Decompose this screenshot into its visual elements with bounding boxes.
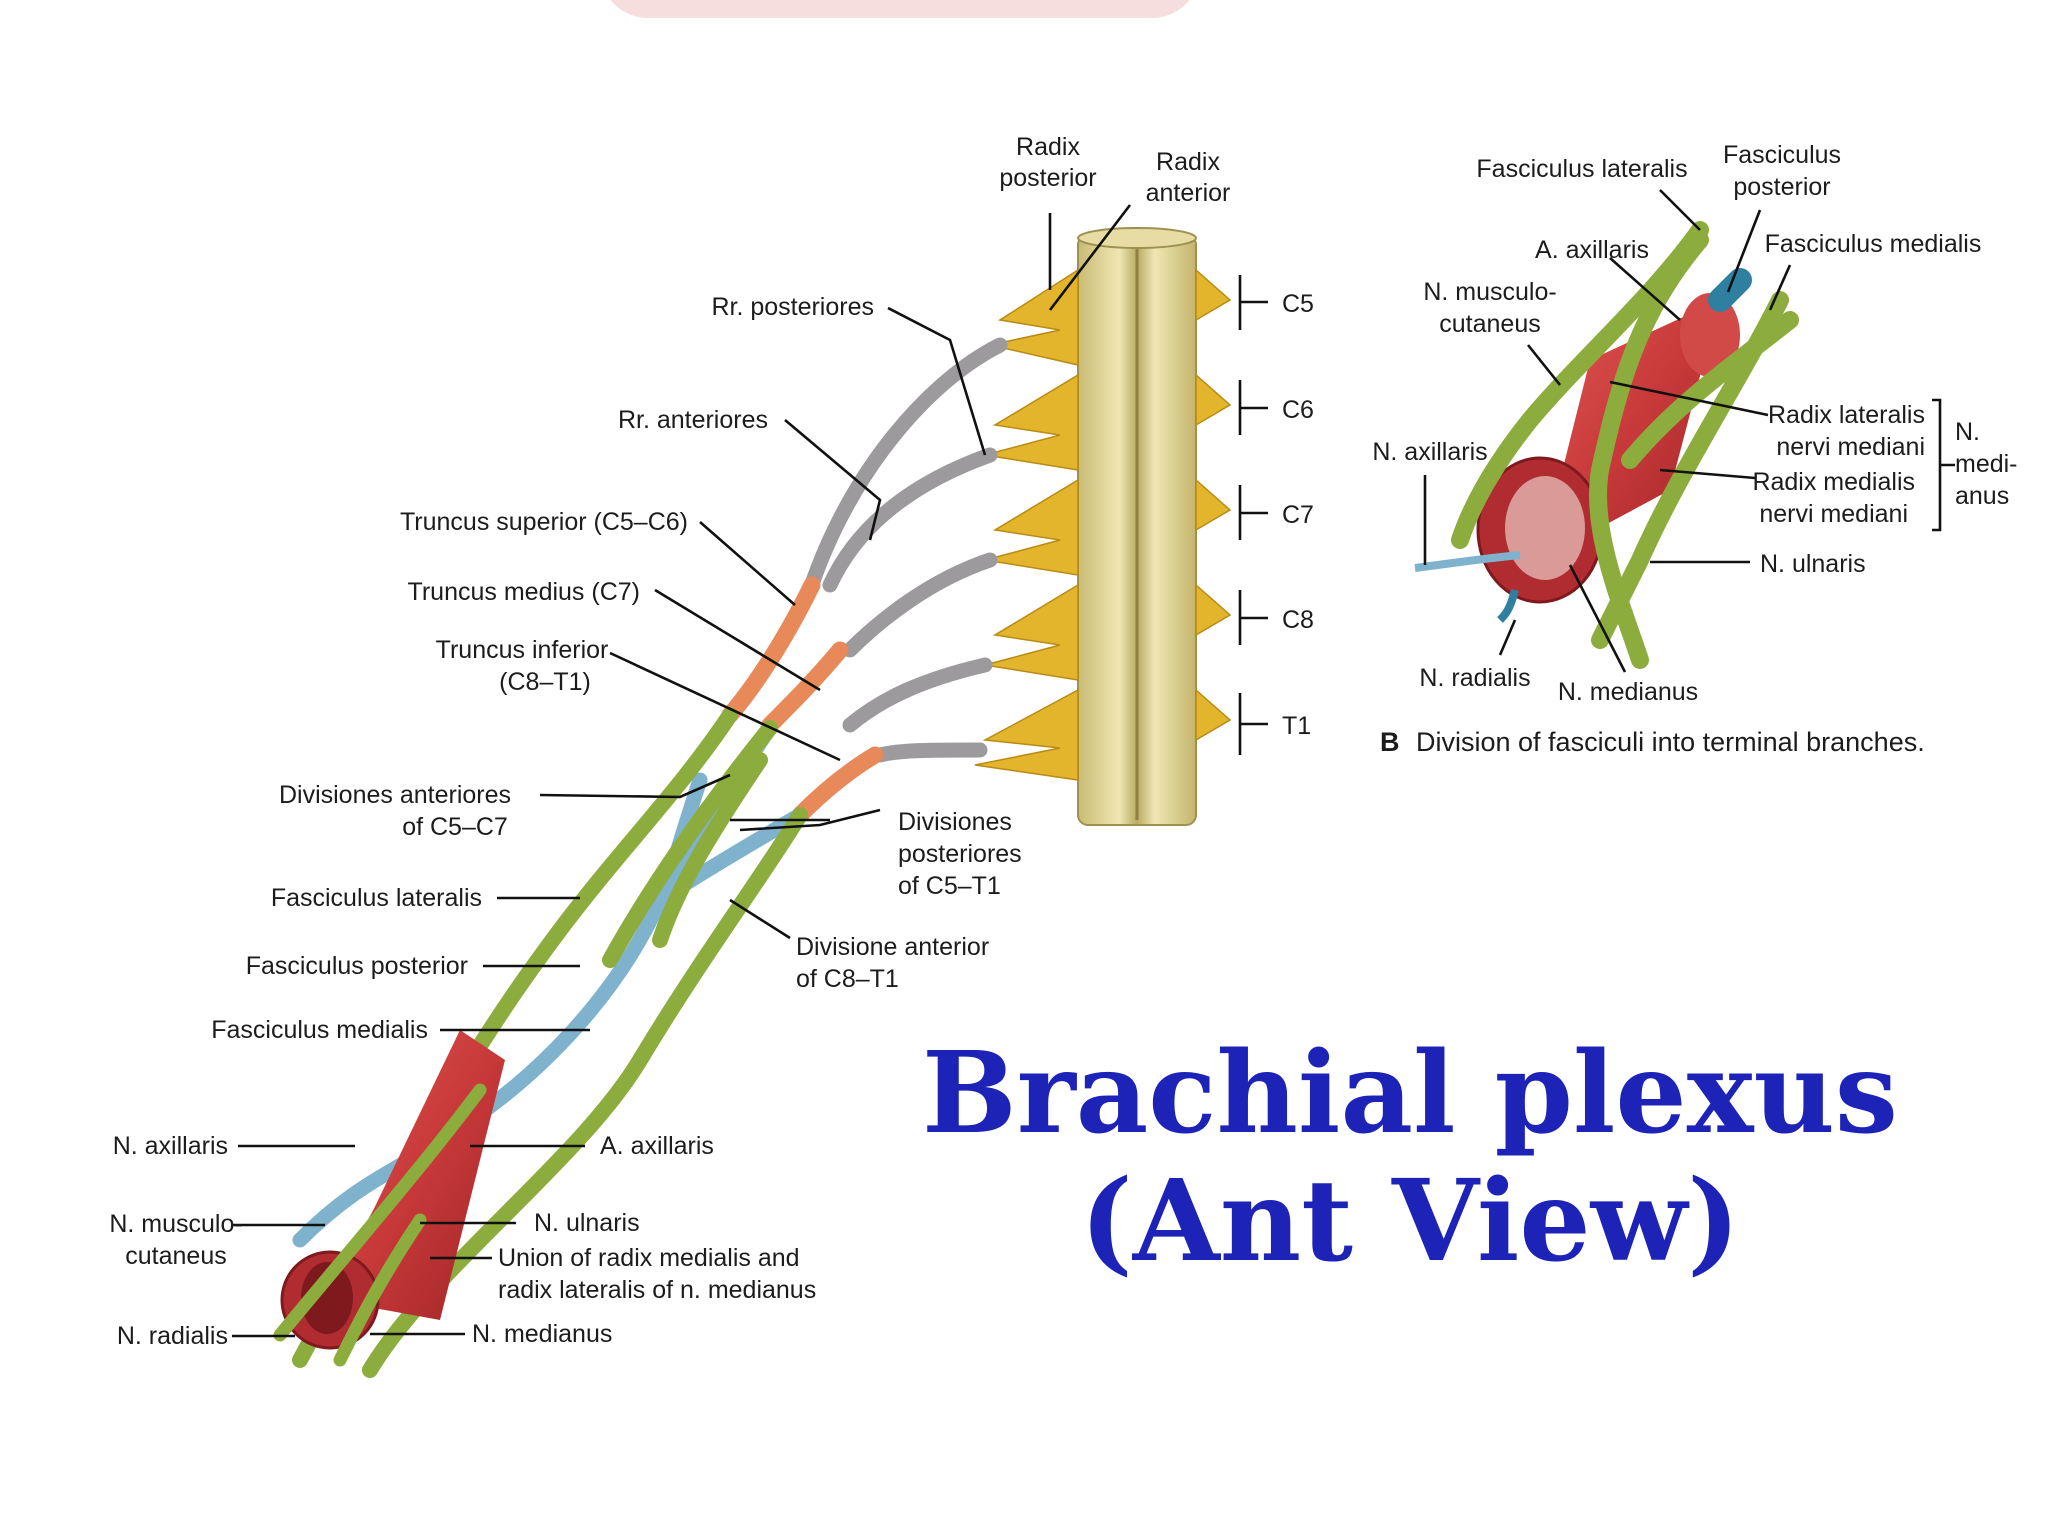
label-union-2: radix lateralis of n. medianus	[498, 1276, 816, 1304]
terminal-branches	[273, 1083, 487, 1367]
label-divisiones-posteriores-3: of C5–T1	[898, 872, 1001, 900]
label-truncus-superior: Truncus superior (C5–C6)	[400, 508, 688, 536]
main-leader-lines	[232, 204, 1132, 1338]
label-n-musculocutaneus-1: N. musculo-	[109, 1210, 242, 1238]
inset-labels: Fasciculus lateralis Fasciculus posterio…	[1372, 141, 2017, 757]
rootlets	[974, 268, 1232, 781]
label-n-radialis: N. radialis	[117, 1322, 228, 1350]
inset-label-radix-medialis-2: nervi mediani	[1759, 500, 1908, 528]
inset-label-radix-lateralis-1: Radix lateralis	[1768, 401, 1925, 429]
label-a-axillaris: A. axillaris	[600, 1132, 714, 1160]
label-fasciculus-medialis: Fasciculus medialis	[211, 1016, 428, 1044]
posterior-rami	[802, 337, 1008, 763]
inset-label-fasciculus-medialis: Fasciculus medialis	[1765, 230, 1982, 258]
inset-label-fasciculus-posterior-2: posterior	[1733, 173, 1830, 201]
label-rr-posteriores: Rr. posteriores	[711, 293, 874, 321]
inset-label-n-axillaris: N. axillaris	[1372, 438, 1487, 466]
label-radix-anterior-1: Radix	[1156, 148, 1220, 176]
label-truncus-inferior-1: Truncus inferior	[436, 636, 609, 664]
title-line-1: Brachial plexus	[922, 1028, 1898, 1159]
label-truncus-medius: Truncus medius (C7)	[408, 578, 640, 606]
inset-label-fasciculus-lateralis: Fasciculus lateralis	[1476, 155, 1687, 183]
label-n-medianus: N. medianus	[472, 1320, 612, 1348]
inset-label-fasciculus-posterior-1: Fasciculus	[1723, 141, 1841, 169]
inset-label-n-radialis: N. radialis	[1419, 664, 1530, 692]
level-labels: C5 C6 C7 C8 T1	[1282, 290, 1314, 740]
level-brackets	[1238, 275, 1268, 755]
inset-label-n-medianus-group-2: medi-	[1955, 450, 2018, 478]
label-divisione-anterior-2: of C8–T1	[796, 965, 899, 993]
label-fasciculus-posterior: Fasciculus posterior	[246, 952, 468, 980]
label-n-axillaris: N. axillaris	[113, 1132, 228, 1160]
label-divisiones-anteriores-2: of C5–C7	[402, 813, 508, 841]
inset-caption-letter: B	[1380, 727, 1400, 757]
inset-label-radix-lateralis-2: nervi mediani	[1776, 433, 1925, 461]
label-n-musculocutaneus-2: cutaneus	[125, 1242, 226, 1270]
label-radix-posterior-2: posterior	[999, 164, 1096, 192]
inset-label-a-axillaris: A. axillaris	[1535, 236, 1649, 264]
main-labels: Radix posterior Radix anterior Rr. poste…	[109, 133, 1230, 1350]
label-radix-posterior-1: Radix	[1016, 133, 1080, 161]
label-divisione-anterior-1: Divisione anterior	[796, 933, 989, 961]
inset-label-radix-medialis-1: Radix medialis	[1752, 468, 1915, 496]
level-c7: C7	[1282, 501, 1314, 529]
inset-label-n-medianus-group-1: N.	[1955, 418, 1980, 446]
inset-illustration: Fasciculus lateralis Fasciculus posterio…	[1372, 141, 2017, 757]
inset-label-n-medianus-group-3: anus	[1955, 482, 2009, 510]
label-truncus-inferior-2: (C8–T1)	[499, 668, 591, 696]
level-c6: C6	[1282, 396, 1314, 424]
label-divisiones-posteriores-1: Divisiones	[898, 808, 1012, 836]
label-union-1: Union of radix medialis and	[498, 1244, 800, 1272]
label-radix-anterior-2: anterior	[1146, 179, 1231, 207]
label-divisiones-posteriores-2: posteriores	[898, 840, 1022, 868]
top-decoration	[600, 0, 1200, 18]
label-fasciculus-lateralis: Fasciculus lateralis	[271, 884, 482, 912]
trunks	[721, 576, 884, 824]
label-divisiones-anteriores-1: Divisiones anteriores	[279, 781, 511, 809]
main-illustration: C5 C6 C7 C8 T1 Radix posterior Radix ant…	[109, 133, 1314, 1378]
inset-label-n-ulnaris: N. ulnaris	[1760, 550, 1866, 578]
spinal-cord	[1077, 227, 1197, 826]
title-line-2: (Ant View)	[1079, 1156, 1741, 1287]
inset-label-n-musculocutaneus-1: N. musculo-	[1423, 278, 1556, 306]
level-c5: C5	[1282, 290, 1314, 318]
inset-label-n-musculocutaneus-2: cutaneus	[1439, 310, 1540, 338]
level-t1: T1	[1282, 712, 1311, 740]
page-title: Brachial plexus (Ant View)	[880, 1030, 1940, 1286]
label-n-ulnaris: N. ulnaris	[534, 1209, 640, 1237]
label-rr-anteriores: Rr. anteriores	[618, 406, 768, 434]
level-c8: C8	[1282, 606, 1314, 634]
inset-caption: Division of fasciculi into terminal bran…	[1416, 727, 1925, 757]
inset-label-n-medianus: N. medianus	[1558, 678, 1698, 706]
